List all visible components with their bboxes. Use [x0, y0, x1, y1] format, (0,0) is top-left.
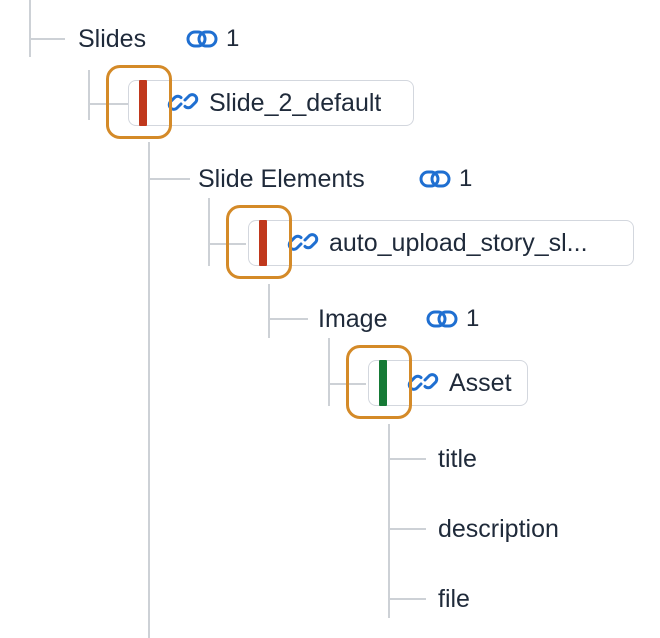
status-indicator-published — [379, 360, 387, 406]
entry-card-asset[interactable]: Asset — [368, 360, 528, 406]
link-icon — [426, 310, 458, 328]
asset-field-description: description — [438, 515, 559, 543]
reference-count: 1 — [459, 165, 473, 192]
entry-card-slide-2-default[interactable]: Slide_2_default — [128, 80, 414, 126]
highlight-status-box — [346, 345, 412, 419]
field-label-slide-elements: Slide Elements — [198, 165, 365, 193]
entry-title: auto_upload_story_sl... — [329, 228, 588, 257]
status-indicator-published — [139, 80, 147, 126]
slide-elements-reference-link[interactable]: 1 — [419, 164, 472, 194]
status-indicator-published — [259, 220, 267, 266]
field-label-slides: Slides — [78, 25, 147, 53]
field-label-image: Image — [318, 305, 388, 333]
entry-card-auto-upload-story[interactable]: auto_upload_story_sl... — [248, 220, 634, 266]
highlight-status-box — [106, 65, 172, 139]
slides-reference-link[interactable]: 1 — [186, 24, 239, 54]
image-reference-link[interactable]: 1 — [426, 304, 479, 334]
reference-count: 1 — [466, 305, 480, 332]
reference-count: 1 — [226, 25, 240, 52]
entry-title: Slide_2_default — [209, 88, 382, 117]
link-icon — [419, 170, 451, 188]
entry-title: Asset — [449, 368, 512, 397]
link-icon — [186, 30, 218, 48]
highlight-status-box — [226, 205, 292, 279]
asset-field-title: title — [438, 445, 477, 473]
asset-field-file: file — [438, 585, 470, 613]
